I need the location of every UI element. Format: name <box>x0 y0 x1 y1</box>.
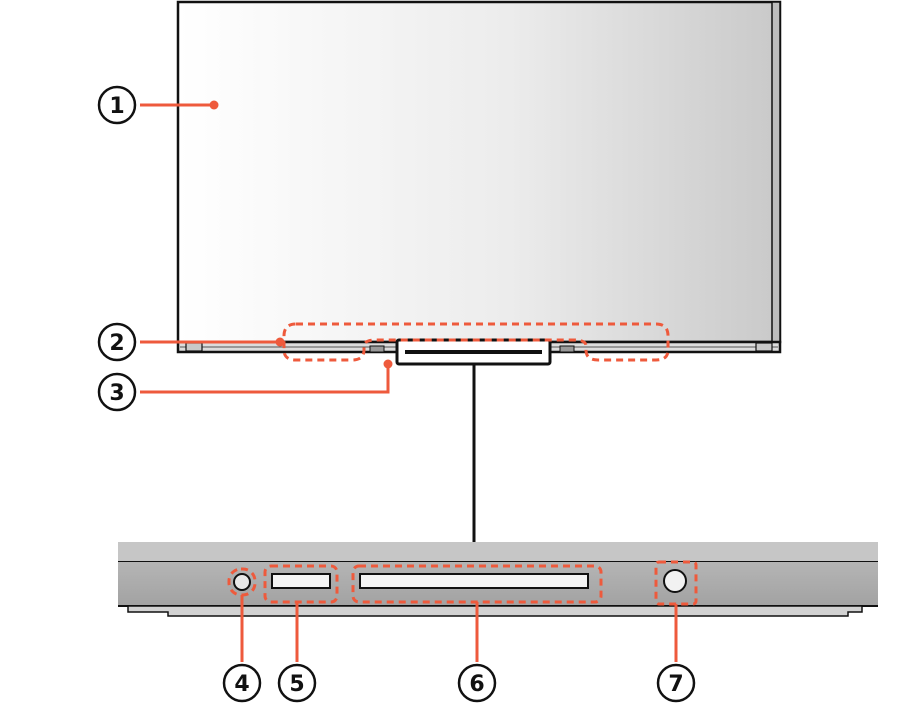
callout-5-circle <box>277 663 317 703</box>
indicator-lamp <box>233 573 251 591</box>
highlight-5 <box>263 564 339 604</box>
callout-1: 1 <box>97 85 137 125</box>
callout-1-number: 1 <box>109 94 124 119</box>
callout-3-number: 3 <box>109 381 124 406</box>
callout-6: 6 <box>457 663 497 703</box>
tv-foot-right <box>755 342 773 352</box>
callout-6-circle <box>457 663 497 703</box>
card-slot-long <box>359 573 589 589</box>
tv-screen-right-edge <box>771 1 781 343</box>
callout-2-circle <box>97 322 137 362</box>
bezel-tab-left <box>369 345 385 353</box>
bezel-tab-right <box>559 345 575 353</box>
control-panel-closeup <box>118 542 878 617</box>
tv-foot-left <box>185 342 203 352</box>
callout-4-number: 4 <box>234 672 249 697</box>
callout-3: 3 <box>97 372 137 412</box>
tv-front-view <box>176 0 782 366</box>
callout-4-circle <box>222 663 262 703</box>
callout-6-number: 6 <box>469 672 484 697</box>
callout-2-number: 2 <box>109 331 124 356</box>
callout-2: 2 <box>97 322 137 362</box>
closeup-top-band <box>118 542 878 562</box>
callout-4: 4 <box>222 663 262 703</box>
callout-7-number: 7 <box>668 672 683 697</box>
callout-7: 7 <box>656 663 696 703</box>
callout-7-circle <box>656 663 696 703</box>
leader-3-dot <box>383 359 393 369</box>
callout-1-circle <box>97 85 137 125</box>
callout-5-number: 5 <box>289 672 304 697</box>
leader-1-dot <box>209 100 219 110</box>
closeup-base <box>127 605 863 617</box>
leader-2-dot <box>275 337 285 347</box>
port-short <box>271 573 331 589</box>
tv-screen <box>176 0 782 344</box>
highlight-2 <box>282 322 670 362</box>
callout-3-circle <box>97 372 137 412</box>
leader-3 <box>140 364 390 394</box>
callout-5: 5 <box>277 663 317 703</box>
control-panel-slot <box>405 350 542 354</box>
callout-leaders <box>140 100 678 662</box>
round-button <box>663 569 687 593</box>
